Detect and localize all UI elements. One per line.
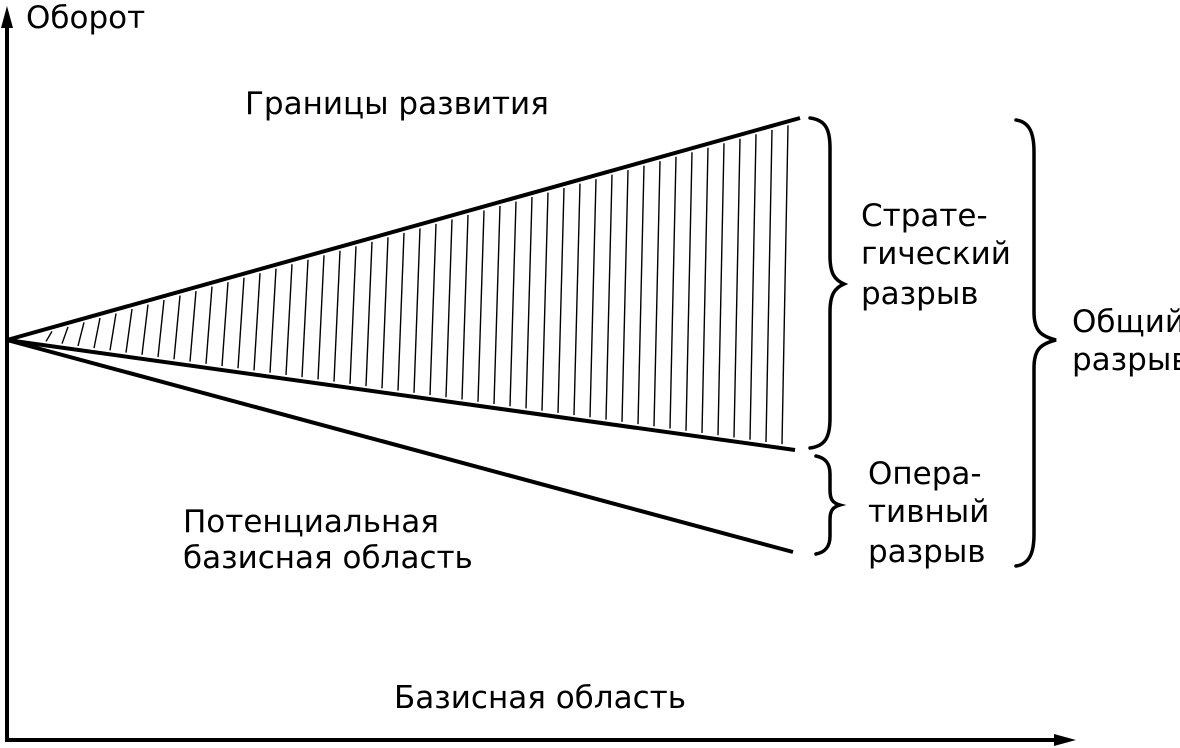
potential-base-label-line-1: Потенциальная	[183, 504, 439, 540]
hatch-stroke	[509, 201, 517, 407]
x-axis-arrow-icon	[1054, 734, 1076, 746]
hatch-stroke	[685, 152, 693, 431]
hatch-stroke	[77, 322, 85, 347]
hatch-stroke	[605, 174, 613, 420]
hatch-stroke	[253, 273, 261, 371]
hatch-stroke	[61, 326, 69, 344]
hatch-stroke	[221, 282, 229, 367]
development-limit-label: Границы развития	[245, 86, 549, 122]
hatch-stroke	[557, 188, 565, 413]
hatch-stroke	[381, 237, 389, 389]
hatch-stroke	[285, 264, 293, 375]
strategic-base-line	[6, 338, 796, 452]
potential-base-label-line-2: базисная область	[183, 540, 473, 576]
hatch-stroke	[525, 197, 533, 409]
hatch-stroke	[749, 134, 757, 440]
operative-gap-label-line-3: разрыв	[868, 534, 986, 570]
hatch-stroke	[157, 299, 165, 358]
strategic-gap-label-line-2: гический	[861, 236, 1011, 272]
hatch-stroke	[397, 232, 405, 391]
strategic-gap-label-line-3: разрыв	[861, 276, 979, 312]
potential-base-line	[6, 338, 794, 554]
hatch-stroke	[189, 291, 197, 362]
strategic-gap-hatching	[45, 125, 789, 445]
total-gap-label-line-2: разрыв	[1072, 342, 1180, 378]
hatch-stroke	[461, 214, 469, 400]
hatch-stroke	[301, 259, 309, 378]
hatch-stroke	[109, 313, 117, 351]
hatch-stroke	[541, 192, 549, 411]
strategic-gap-brace	[808, 116, 849, 450]
total-gap-label-line-1: Общий	[1072, 304, 1180, 340]
total-gap-brace	[1014, 118, 1057, 568]
hatch-stroke	[349, 246, 357, 384]
hatch-stroke	[141, 304, 149, 355]
operative-gap-label-line-2: тивный	[868, 494, 989, 530]
y-axis-arrow-icon	[1, 6, 13, 28]
hatch-stroke	[477, 210, 485, 402]
x-axis-label: Базисная область	[394, 680, 686, 716]
hatch-stroke	[781, 125, 789, 445]
hatch-stroke	[45, 331, 53, 342]
hatch-stroke	[317, 255, 325, 380]
hatch-stroke	[589, 179, 597, 418]
development-limit-line	[6, 116, 801, 342]
hatch-stroke	[445, 219, 453, 398]
hatch-stroke	[125, 308, 133, 353]
hatch-stroke	[173, 295, 181, 360]
hatch-stroke	[333, 250, 341, 382]
y-axis-label: Оборот	[26, 0, 145, 36]
hatch-stroke	[573, 183, 581, 416]
hatch-stroke	[733, 138, 741, 438]
operative-gap-brace	[814, 454, 847, 556]
hatch-stroke	[653, 161, 661, 427]
hatch-stroke	[701, 147, 709, 434]
hatch-stroke	[429, 223, 437, 396]
hatch-stroke	[205, 286, 213, 364]
hatch-stroke	[269, 268, 277, 373]
hatch-stroke	[493, 205, 501, 405]
operative-gap-label-line-1: Опера-	[868, 456, 982, 492]
hatch-stroke	[413, 228, 421, 393]
hatch-stroke	[621, 170, 629, 422]
hatch-stroke	[365, 241, 373, 387]
hatch-stroke	[669, 156, 677, 429]
hatch-stroke	[237, 277, 245, 369]
strategic-gap-label-line-1: Страте-	[861, 198, 988, 234]
hatch-stroke	[93, 317, 101, 349]
hatch-stroke	[637, 165, 645, 425]
hatch-stroke	[765, 129, 773, 442]
hatch-stroke	[717, 143, 725, 436]
